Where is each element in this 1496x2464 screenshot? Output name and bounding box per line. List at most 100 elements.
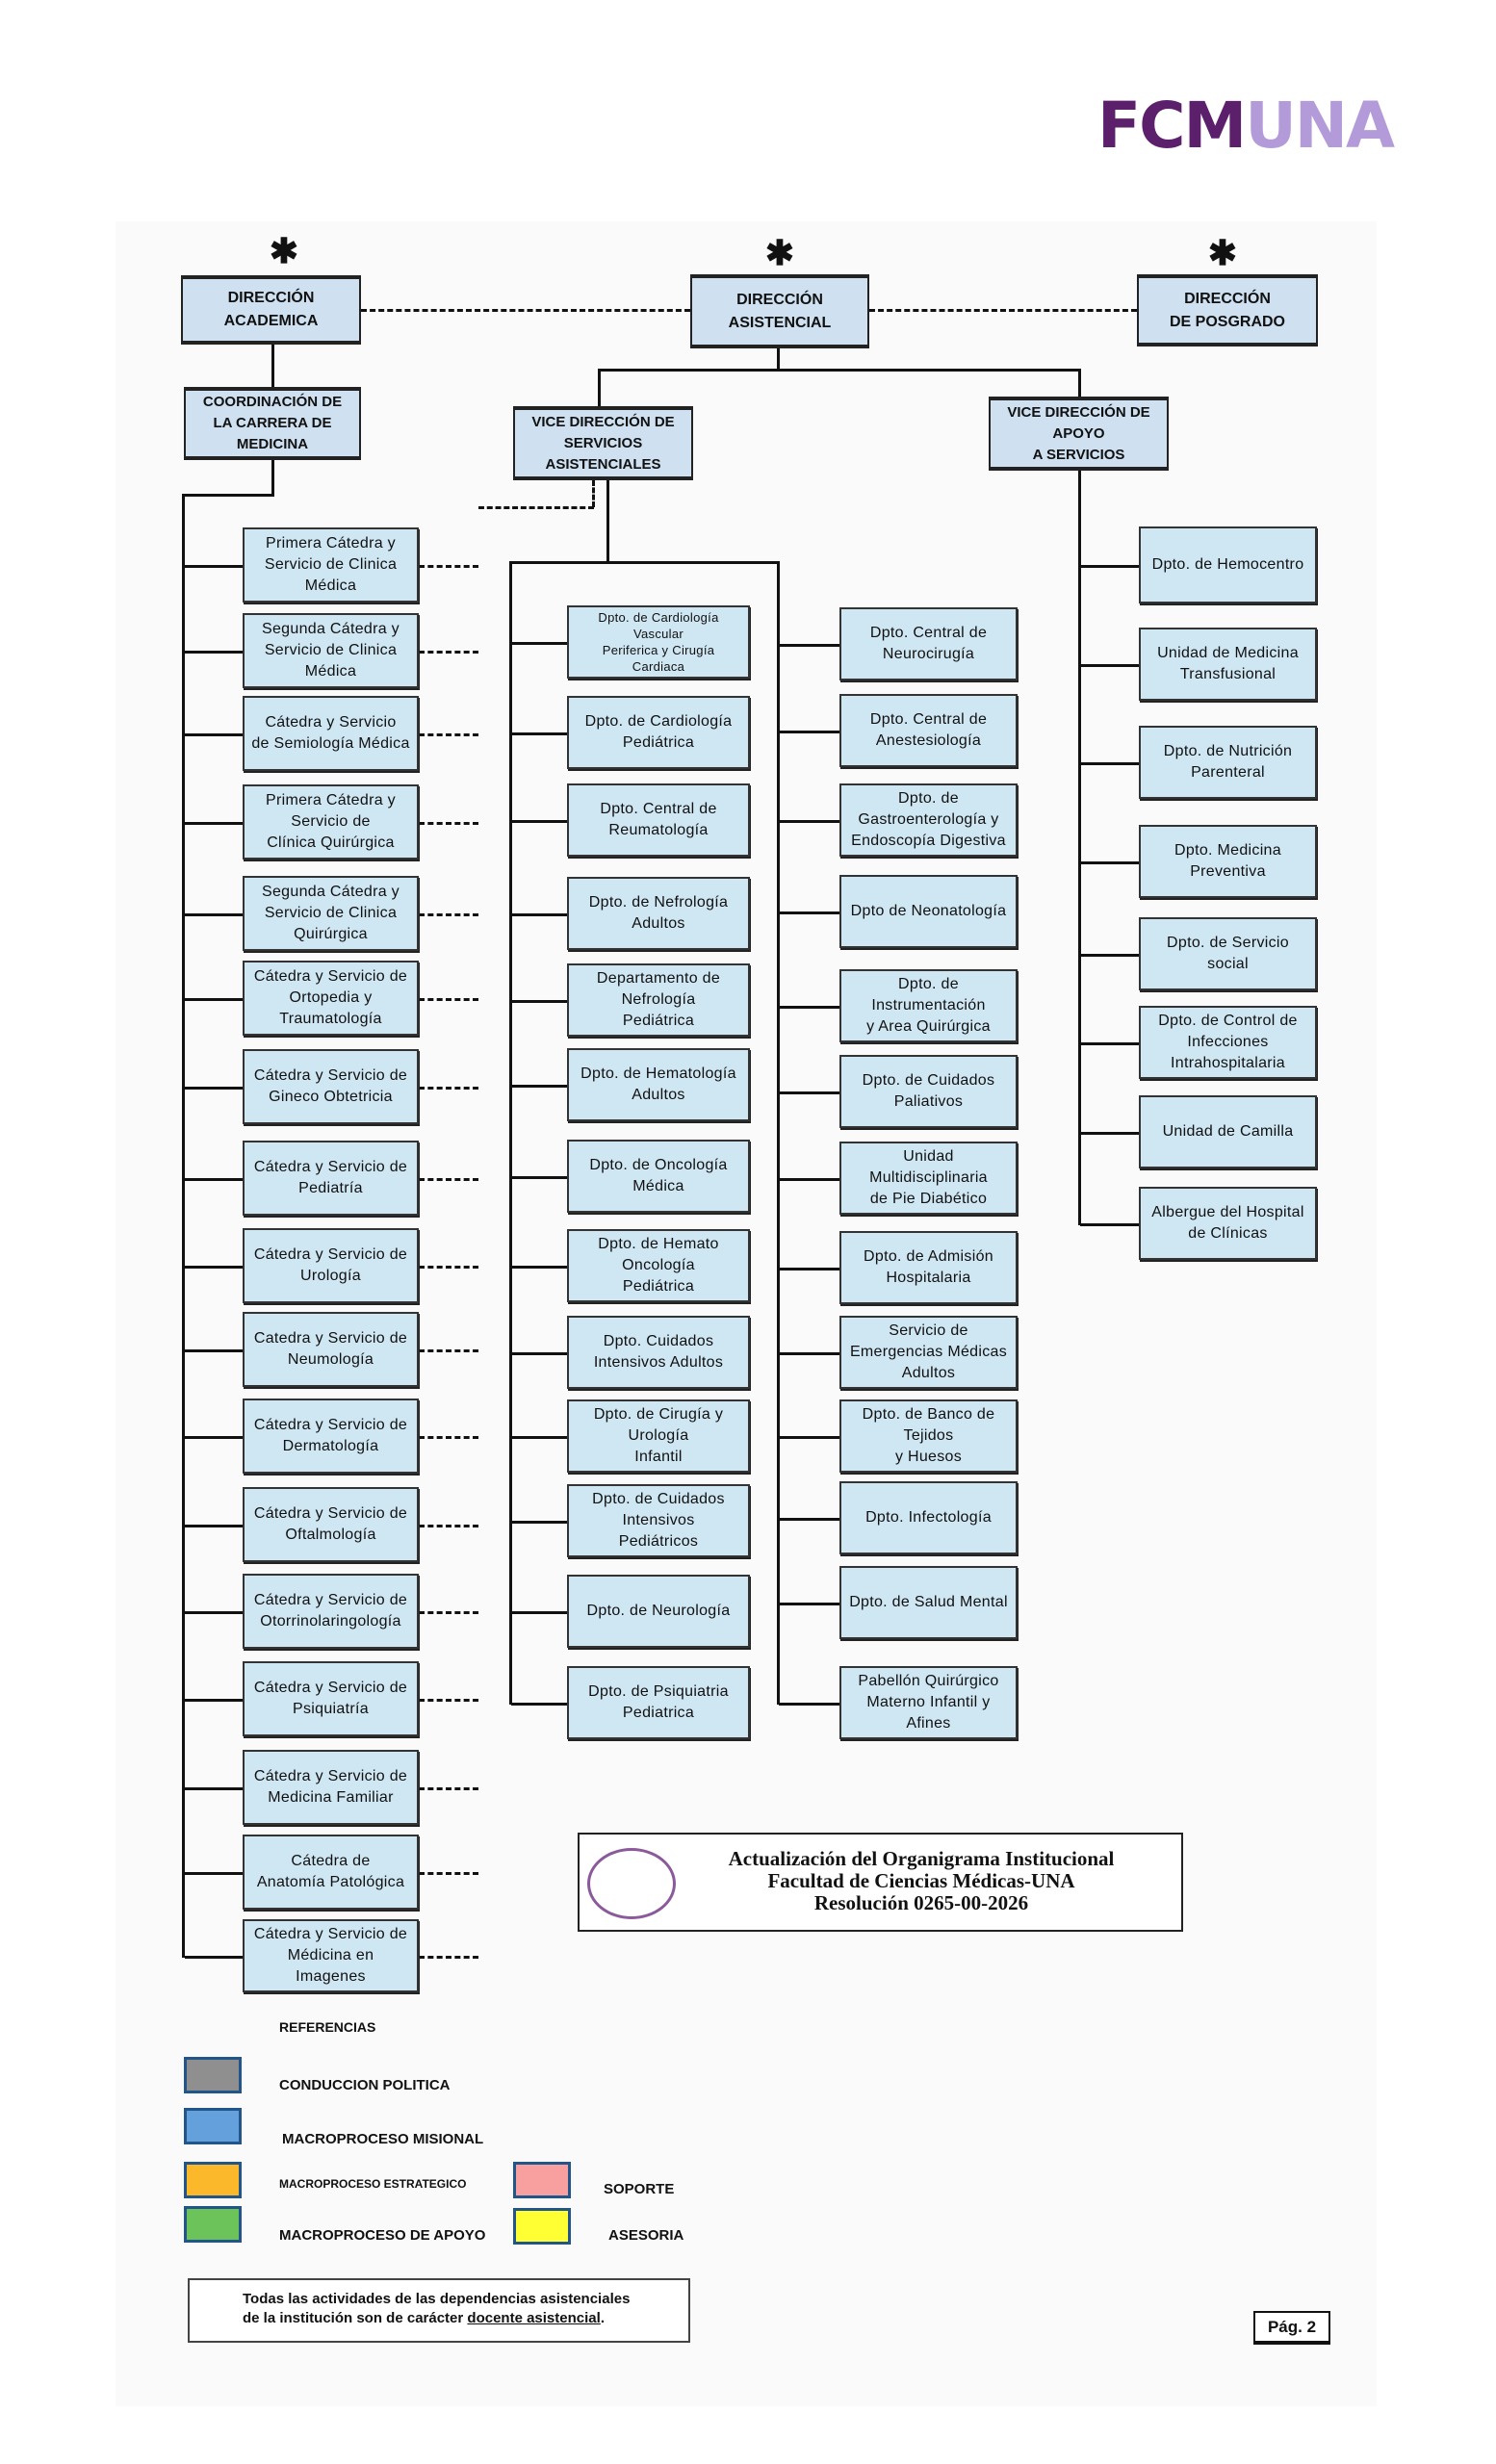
catedra-box: Cátedra y Servicio de Dermatología — [243, 1399, 419, 1474]
legend-swatch — [184, 2162, 242, 2198]
connector-line — [185, 998, 243, 1001]
connector-line — [185, 733, 243, 736]
connector-line — [779, 1603, 839, 1605]
connector-line — [185, 1349, 243, 1352]
catedra-box: Cátedra y Servicio de Ortopedia y Trauma… — [243, 961, 419, 1036]
servicio-box: Dpto. Central de Anestesiología — [839, 694, 1018, 767]
connector-line — [511, 1703, 567, 1706]
servicio-box: Dpto. Central de Neurocirugía — [839, 607, 1018, 680]
servicio-box: Dpto. de Hematología Adultos — [567, 1048, 750, 1121]
dashed-connector — [419, 1349, 478, 1352]
catedra-box: Catedra y Servicio de Neumología — [243, 1312, 419, 1387]
connector-line — [779, 644, 839, 647]
connector-line — [185, 565, 243, 568]
fcm-seal-icon — [587, 1848, 676, 1919]
legend-label: MACROPROCESO DE APOYO — [279, 2227, 486, 2244]
legend-label: CONDUCCION POLITICA — [279, 2077, 451, 2093]
catedra-box: Cátedra y Servicio de Otorrinolaringolog… — [243, 1574, 419, 1649]
asterisk-icon: ✱ — [269, 231, 299, 270]
servicio-box: Dpto. de Gastroenterología y Endoscopía … — [839, 783, 1018, 857]
dashed-connector — [419, 998, 478, 1001]
servicio-box: Departamento de Nefrología Pediátrica — [567, 963, 750, 1037]
connector-line — [271, 345, 274, 387]
connector-line — [182, 494, 274, 497]
logo-una: UNA — [1245, 89, 1395, 163]
resolution-stamp: Actualización del Organigrama Institucio… — [578, 1833, 1183, 1932]
asterisk-icon: ✱ — [1207, 233, 1238, 272]
connector-line — [185, 1266, 243, 1269]
apoyo-box: Dpto. de Control de Infecciones Intrahos… — [1139, 1006, 1317, 1079]
dashed-connector — [419, 1178, 478, 1181]
legend-swatch — [184, 2206, 242, 2243]
dashed-connector — [419, 1956, 478, 1959]
legend-swatch — [184, 2057, 242, 2093]
connector-line — [185, 1699, 243, 1702]
dashed-connector — [869, 309, 1137, 312]
connector-line — [779, 1703, 839, 1706]
catedra-box: Cátedra y Servicio de Médicina en Imagen… — [243, 1919, 419, 1992]
catedra-box: Segunda Cátedra y Servicio de Clinica Qu… — [243, 876, 419, 951]
connector-line — [1080, 1042, 1139, 1045]
dashed-connector — [419, 1525, 478, 1527]
connector-line — [779, 1091, 839, 1094]
servicio-box: Dpto. de Cardiología Pediátrica — [567, 696, 750, 769]
dashed-connector — [419, 1787, 478, 1790]
vice-direccion-servicios: VICE DIRECCIÓN DE SERVICIOS ASISTENCIALE… — [513, 406, 693, 480]
connector-line — [185, 1087, 243, 1090]
legend-label: MACROPROCESO MISIONAL — [282, 2131, 484, 2147]
connector-line — [511, 642, 567, 645]
connector-line — [185, 1178, 243, 1181]
servicio-box: Dpto. de Nefrología Adultos — [567, 877, 750, 950]
legend-swatch — [184, 2108, 242, 2144]
connector-line — [779, 731, 839, 733]
connector-line — [271, 460, 274, 496]
legend-label: MACROPROCESO ESTRATEGICO — [279, 2177, 467, 2191]
connector-line — [185, 1611, 243, 1614]
direccion-academica: DIRECCIÓN ACADEMICA — [181, 275, 361, 345]
connector-line — [511, 913, 567, 916]
connector-line — [779, 1268, 839, 1270]
legend-swatch — [513, 2162, 571, 2198]
connector-line — [511, 1611, 567, 1614]
dashed-connector — [419, 651, 478, 654]
apoyo-box: Dpto. de Hemocentro — [1139, 526, 1317, 603]
servicio-box: Pabellón Quirúrgico Materno Infantil y A… — [839, 1666, 1018, 1739]
connector-line — [511, 1266, 567, 1269]
stamp-line-2: Facultad de Ciencias Médicas-UNA — [767, 1869, 1075, 1892]
servicio-box: Dpto. de Hemato Oncología Pediátrica — [567, 1229, 750, 1302]
connector-line — [779, 1006, 839, 1009]
connector-line — [598, 369, 1081, 372]
catedra-box: Cátedra y Servicio de Pediatría — [243, 1141, 419, 1216]
logo-fcm: FCM — [1097, 89, 1247, 163]
connector-line — [511, 732, 567, 735]
connector-line — [511, 1085, 567, 1088]
servicio-box: Dpto. de Cirugía y Urología Infantil — [567, 1399, 750, 1473]
vice-direccion-apoyo: VICE DIRECCIÓN DE APOYO A SERVICIOS — [989, 397, 1169, 471]
catedra-box: Primera Cátedra y Servicio de Clínica Qu… — [243, 784, 419, 860]
connector-line — [185, 1436, 243, 1439]
connector-line — [606, 480, 609, 563]
apoyo-box: Dpto. de Servicio social — [1139, 917, 1317, 990]
connector-line — [779, 1178, 839, 1181]
catedra-box: Cátedra y Servicio de Medicina Familiar — [243, 1750, 419, 1825]
dashed-connector — [419, 1436, 478, 1439]
servicio-box: Dpto de Neonatología — [839, 875, 1018, 948]
connector-line — [777, 561, 780, 1705]
connector-line — [779, 1436, 839, 1439]
legend-swatch — [513, 2208, 571, 2245]
connector-line — [511, 1000, 567, 1003]
asterisk-icon: ✱ — [764, 233, 795, 272]
connector-line — [779, 911, 839, 914]
servicio-box: Dpto. Cuidados Intensivos Adultos — [567, 1316, 750, 1389]
footnote-text: Todas las actividades de las dependencia… — [243, 2291, 631, 2326]
dashed-connector — [592, 480, 595, 507]
connector-line — [511, 1176, 567, 1179]
connector-line — [185, 822, 243, 825]
direccion-posgrado: DIRECCIÓN DE POSGRADO — [1137, 274, 1318, 346]
dashed-connector — [419, 733, 478, 736]
connector-line — [1080, 1223, 1139, 1226]
connector-line — [779, 820, 839, 823]
connector-line — [511, 1352, 567, 1355]
connector-line — [779, 1352, 839, 1355]
connector-line — [777, 348, 780, 370]
